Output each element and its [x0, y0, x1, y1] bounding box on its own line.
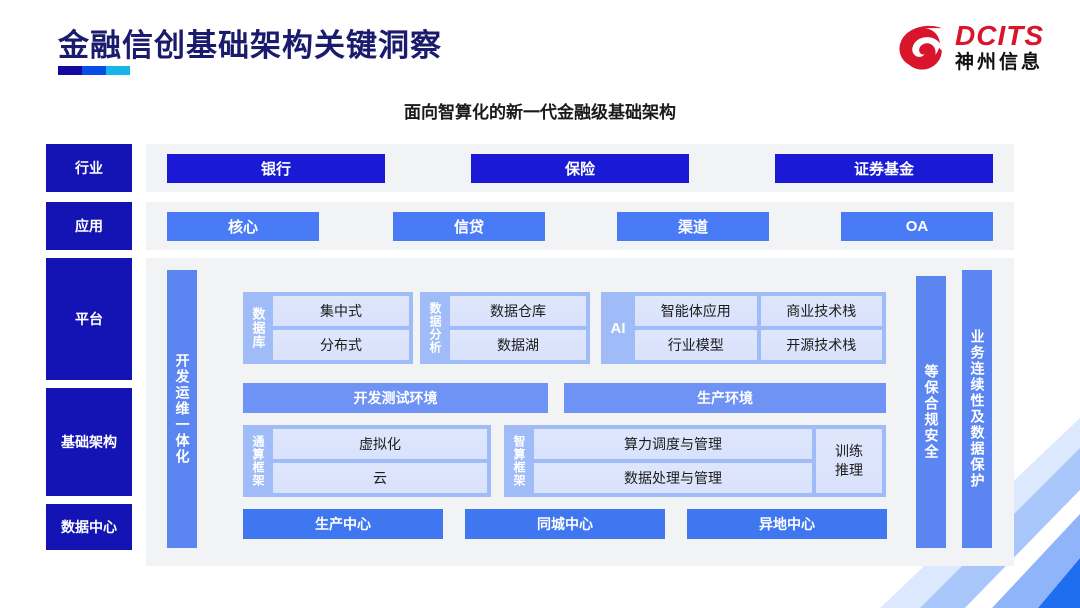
- sidebar-label-platform: 平台: [75, 311, 103, 327]
- application-chip-oa[interactable]: OA: [841, 212, 993, 241]
- architecture-diagram: 行业 应用 平台 基础架构 数据中心 银行 保险 证券基金 核心 信贷 渠道 O…: [0, 140, 1080, 570]
- database-item-centralized[interactable]: 集中式: [273, 296, 409, 326]
- environment-chip-production-label: 生产环境: [697, 390, 753, 406]
- datacenter-chip-remote[interactable]: 异地中心: [687, 509, 887, 539]
- industry-chip-securities-label: 证券基金: [853, 161, 914, 178]
- ai-item-industry-model[interactable]: 行业模型: [635, 330, 757, 360]
- application-chip-credit[interactable]: 信贷: [393, 212, 545, 241]
- page-header: 金融信创基础架构关键洞察 DCITS 神州信息: [0, 0, 1080, 92]
- datacenter-chip-production[interactable]: 生产中心: [243, 509, 443, 539]
- datacenter-chip-production-label: 生产中心: [315, 516, 371, 532]
- datacenter-chip-metro[interactable]: 同城中心: [465, 509, 665, 539]
- train-label: 训练: [835, 443, 863, 460]
- ai-item-open-source-stack[interactable]: 开源技术栈: [760, 330, 882, 360]
- diagram-subtitle: 面向智算化的新一代金融级基础架构: [404, 103, 676, 122]
- database-group-title: 数据库: [250, 307, 266, 349]
- industry-chip-insurance-label: 保险: [564, 161, 595, 178]
- sidebar-label-infrastructure: 基础架构: [61, 434, 117, 450]
- datacenter-chip-metro-label: 同城中心: [537, 516, 593, 532]
- sidebar-item-datacenter[interactable]: 数据中心: [46, 504, 132, 550]
- intelligent-compute-train-infer[interactable]: 训练 推理: [816, 429, 882, 493]
- general-compute-item-cloud[interactable]: 云: [273, 463, 487, 493]
- industry-chip-insurance[interactable]: 保险: [471, 154, 689, 183]
- application-chip-core-label: 核心: [227, 219, 258, 236]
- devops-vertical-bar[interactable]: 开发运维一体化: [167, 270, 197, 548]
- general-compute-group[interactable]: 通算框架 虚拟化 云: [243, 425, 491, 497]
- compliance-security-bar-label: 等保合规安全: [923, 364, 940, 460]
- application-chip-oa-label: OA: [905, 218, 929, 235]
- underline-segment-3: [105, 66, 130, 75]
- intelligent-compute-group[interactable]: 智算框架 算力调度与管理 数据处理与管理 训练 推理: [504, 425, 886, 497]
- intelligent-compute-item-scheduling[interactable]: 算力调度与管理: [534, 429, 812, 459]
- sidebar-label-datacenter: 数据中心: [61, 519, 117, 535]
- underline-segment-2: [81, 66, 106, 75]
- compliance-security-bar[interactable]: 等保合规安全: [916, 276, 946, 548]
- underline-segment-1: [58, 66, 82, 75]
- analytics-item-warehouse[interactable]: 数据仓库: [450, 296, 586, 326]
- general-compute-item-virtualization[interactable]: 虚拟化: [273, 429, 487, 459]
- ai-group[interactable]: AI 智能体应用 商业技术栈 行业模型 开源技术栈: [601, 292, 886, 364]
- business-continuity-bar-label: 业务连续性及数据保护: [969, 329, 986, 489]
- sidebar-item-platform[interactable]: 平台: [46, 258, 132, 380]
- database-item-distributed[interactable]: 分布式: [273, 330, 409, 360]
- general-compute-group-title: 通算框架: [251, 435, 265, 487]
- database-group[interactable]: 数据库 集中式 分布式: [243, 292, 413, 364]
- intelligent-compute-group-title: 智算框架: [512, 435, 526, 487]
- application-chip-channel-label: 渠道: [677, 219, 708, 236]
- application-chip-credit-label: 信贷: [453, 219, 484, 236]
- industry-chip-securities[interactable]: 证券基金: [775, 154, 993, 183]
- page-title: 金融信创基础架构关键洞察: [58, 28, 442, 63]
- intelligent-compute-item-data-processing[interactable]: 数据处理与管理: [534, 463, 812, 493]
- ai-item-commercial-stack[interactable]: 商业技术栈: [760, 296, 882, 326]
- sidebar-item-application[interactable]: 应用: [46, 202, 132, 250]
- ai-item-agent-app[interactable]: 智能体应用: [635, 296, 757, 326]
- devops-vertical-bar-label: 开发运维一体化: [174, 353, 191, 465]
- industry-chip-bank[interactable]: 银行: [167, 154, 385, 183]
- sidebar-label-application: 应用: [75, 218, 103, 234]
- analytics-item-lake[interactable]: 数据湖: [450, 330, 586, 360]
- sidebar-item-industry[interactable]: 行业: [46, 144, 132, 192]
- dcits-logo: DCITS 神州信息: [895, 16, 1044, 78]
- logo-text-en: DCITS: [955, 20, 1044, 51]
- analytics-group[interactable]: 数据分析 数据仓库 数据湖: [420, 292, 590, 364]
- swirl-logo-mark-icon: [899, 25, 942, 70]
- analytics-group-title: 数据分析: [428, 302, 442, 354]
- sidebar-item-infrastructure[interactable]: 基础架构: [46, 388, 132, 496]
- environment-chip-devtest-label: 开发测试环境: [353, 390, 438, 406]
- logo-text-cn: 神州信息: [955, 52, 1044, 73]
- business-continuity-bar[interactable]: 业务连续性及数据保护: [962, 270, 992, 548]
- sidebar-label-industry: 行业: [75, 160, 103, 176]
- environment-chip-devtest[interactable]: 开发测试环境: [243, 383, 548, 413]
- datacenter-chip-remote-label: 异地中心: [759, 516, 815, 532]
- title-underline-accent: [58, 66, 130, 75]
- infer-label: 推理: [835, 462, 863, 478]
- application-chip-core[interactable]: 核心: [167, 212, 319, 241]
- industry-chip-bank-label: 银行: [260, 161, 291, 178]
- environment-chip-production[interactable]: 生产环境: [564, 383, 886, 413]
- ai-group-title: AI: [610, 319, 626, 337]
- application-chip-channel[interactable]: 渠道: [617, 212, 769, 241]
